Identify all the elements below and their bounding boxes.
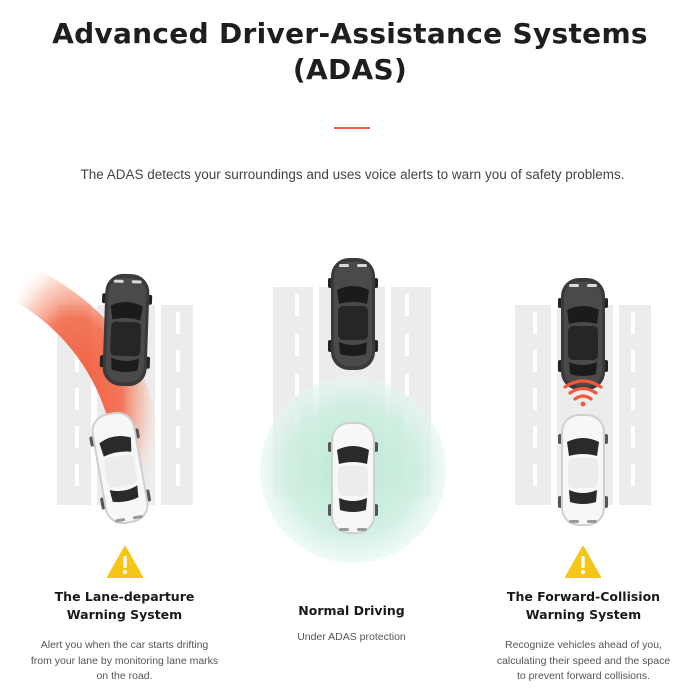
feature-title-line-1: The Lane-departure bbox=[54, 589, 195, 604]
feature-lane-departure: The Lane-departure Warning System Alert … bbox=[0, 250, 233, 682]
feature-description: Under ADAS protection bbox=[297, 631, 406, 643]
own-car bbox=[558, 414, 608, 526]
feature-title-line-1: The Forward-Collision bbox=[506, 589, 661, 604]
feature-forward-collision: The Forward-Collision Warning System Rec… bbox=[467, 250, 700, 682]
car-ahead bbox=[558, 278, 608, 390]
normal-driving-illustration bbox=[260, 258, 446, 563]
signal-waves-icon bbox=[563, 379, 603, 407]
feature-description: Alert you when the car starts drifting f… bbox=[30, 639, 219, 682]
feature-description: Recognize vehicles ahead of you, calcula… bbox=[496, 639, 671, 682]
feature-title-line-2: Warning System bbox=[525, 607, 642, 622]
feature-title-line-2: Warning System bbox=[66, 607, 183, 622]
feature-caption: Normal Driving Under ADAS protection bbox=[235, 602, 468, 646]
warning-triangle-icon bbox=[565, 546, 601, 578]
feature-caption: The Lane-departure Warning System Alert … bbox=[8, 588, 241, 685]
warning-triangle-icon bbox=[107, 546, 143, 578]
car-ahead bbox=[328, 258, 378, 370]
accent-divider bbox=[334, 127, 370, 129]
page-title: Advanced Driver-Assistance Systems (ADAS… bbox=[0, 16, 700, 88]
lane-markings bbox=[533, 305, 635, 505]
page-title-line-1: Advanced Driver-Assistance Systems bbox=[52, 17, 648, 50]
feature-normal-driving: Normal Driving Under ADAS protection bbox=[235, 250, 468, 643]
car-ahead bbox=[99, 273, 153, 387]
page-subtitle: The ADAS detects your surroundings and u… bbox=[80, 167, 625, 182]
own-car bbox=[328, 422, 378, 534]
feature-title: Normal Driving bbox=[298, 603, 405, 618]
page-title-line-2: (ADAS) bbox=[292, 53, 408, 86]
lane-departure-illustration bbox=[0, 253, 193, 550]
feature-caption: The Forward-Collision Warning System Rec… bbox=[467, 588, 700, 685]
forward-collision-illustration bbox=[515, 278, 651, 526]
